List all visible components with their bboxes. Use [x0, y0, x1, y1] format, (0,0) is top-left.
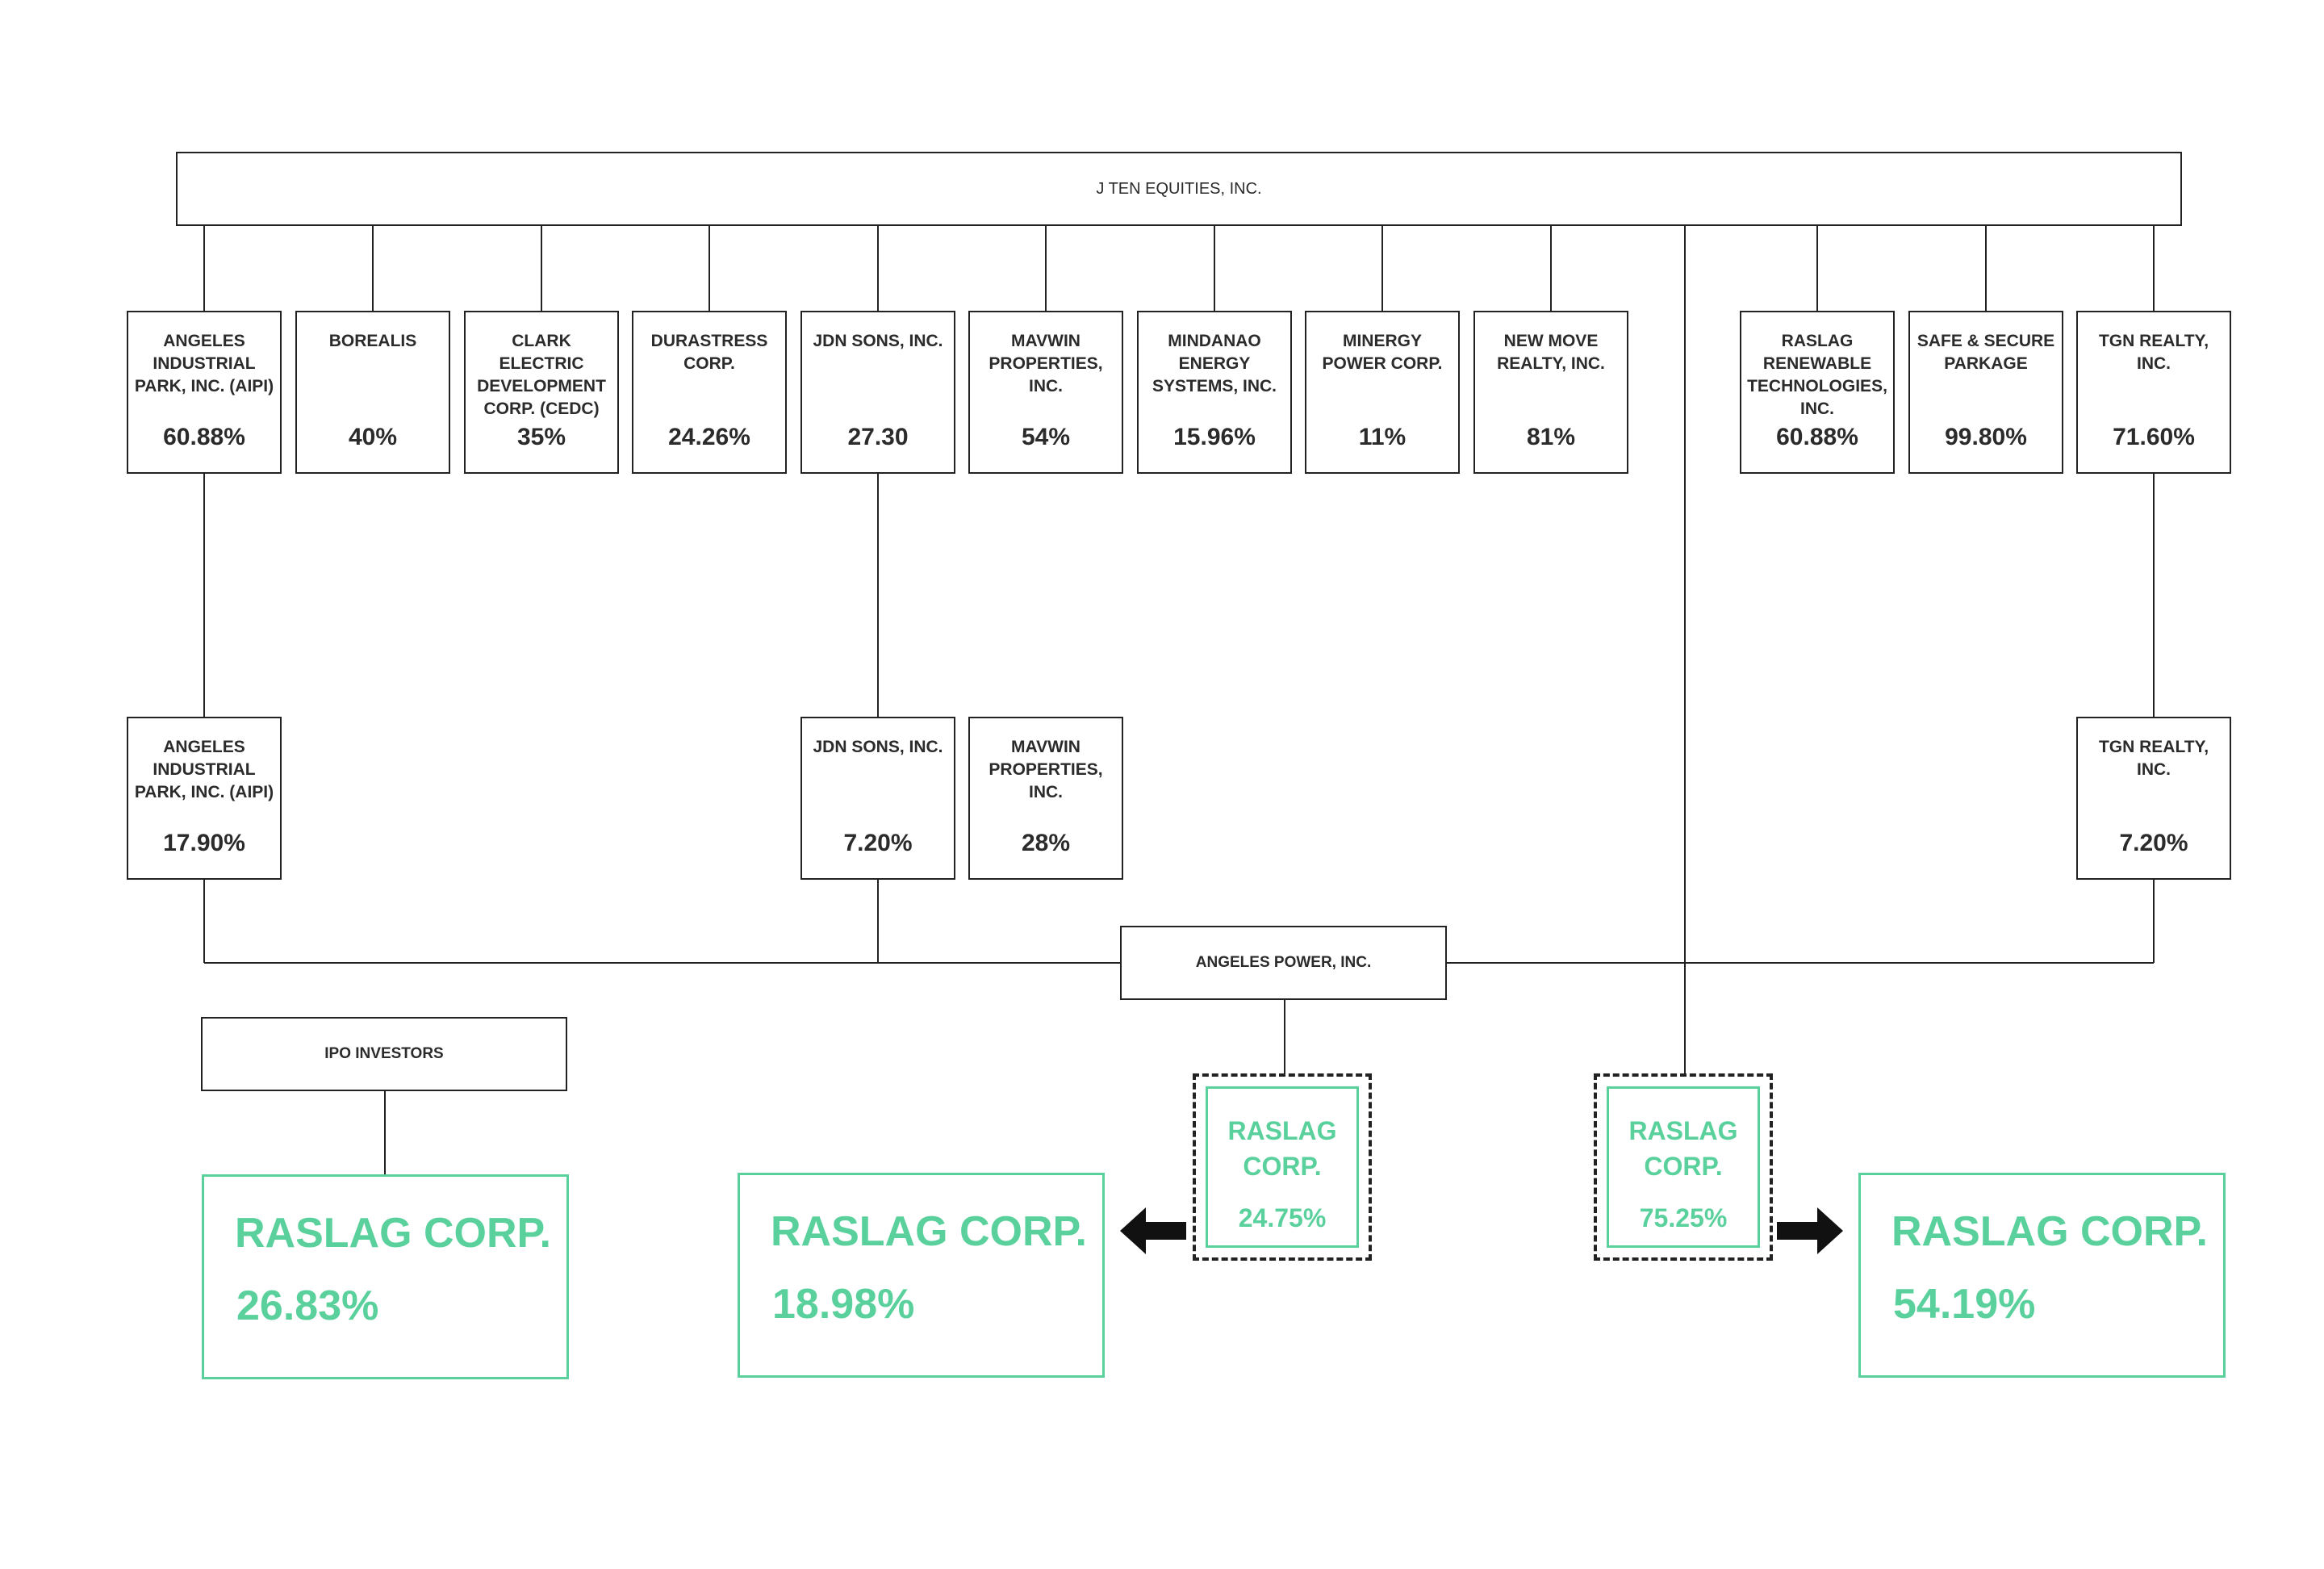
raslag-stake-name: RASLAG CORP.	[1628, 1116, 1738, 1181]
raslag-total-percent: 26.83%	[236, 1282, 379, 1329]
company-box: BOREALIS 40%	[295, 311, 450, 474]
raslag-total-name: RASLAG CORP.	[771, 1208, 1087, 1255]
company-box: ANGELES INDUSTRIAL PARK, INC. (AIPI) 60.…	[127, 311, 282, 474]
raslag-total-percent: 54.19%	[1893, 1281, 2036, 1328]
raslag-stake-percent: 75.25%	[1639, 1203, 1728, 1232]
raslag-total-box: RASLAG CORP. 18.98%	[738, 1173, 1105, 1378]
ipo-investors-name: IPO INVESTORS	[324, 1045, 444, 1062]
ownership-percent: 11%	[1358, 424, 1407, 450]
ownership-percent: 54%	[1021, 424, 1071, 450]
company-box: CLARK ELECTRIC DEVELOPMENT CORP. (CEDC) …	[464, 311, 619, 474]
company-box: DURASTRESS CORP. 24.26%	[632, 311, 787, 474]
company-name: MAVWIN PROPERTIES, INC.	[989, 738, 1103, 801]
ownership-percent: 24.26%	[668, 424, 750, 450]
company-name: CLARK ELECTRIC DEVELOPMENT CORP. (CEDC)	[477, 332, 606, 418]
raslag-stake-box: RASLAG CORP. 75.25%	[1594, 1073, 1773, 1261]
company-name: ANGELES INDUSTRIAL PARK, INC. (AIPI)	[134, 738, 274, 801]
parent-company-name: J TEN EQUITIES, INC.	[1096, 179, 1262, 198]
ownership-percent: 60.88%	[1776, 424, 1858, 450]
raslag-total-name: RASLAG CORP.	[1891, 1208, 2208, 1255]
ownership-percent: 7.20%	[2119, 830, 2188, 856]
company-box: MAVWIN PROPERTIES, INC. 28%	[968, 717, 1123, 880]
raslag-total-name: RASLAG CORP.	[235, 1210, 551, 1257]
ownership-percent: 17.90%	[163, 830, 245, 856]
company-name: MINDANAO ENERGY SYSTEMS, INC.	[1152, 332, 1277, 395]
company-box: MINERGY POWER CORP. 11%	[1305, 311, 1460, 474]
ownership-percent: 99.80%	[1945, 424, 2027, 450]
company-box: JDN SONS, INC. 27.30	[800, 311, 955, 474]
raslag-total-percent: 18.98%	[772, 1281, 915, 1328]
company-box: NEW MOVE REALTY, INC. 81%	[1473, 311, 1628, 474]
ownership-percent: 15.96%	[1173, 424, 1256, 450]
company-name: TGN REALTY, INC.	[2098, 332, 2209, 373]
company-box: SAFE & SECURE PARKAGE 99.80%	[1908, 311, 2063, 474]
company-name: JDN SONS, INC.	[813, 738, 943, 756]
arrow-right-icon	[1777, 1207, 1843, 1254]
company-name: JDN SONS, INC.	[813, 332, 943, 350]
ownership-percent: 27.30	[847, 424, 909, 450]
company-box: ANGELES INDUSTRIAL PARK, INC. (AIPI) 17.…	[127, 717, 282, 880]
raslag-total-box: RASLAG CORP. 26.83%	[202, 1174, 569, 1379]
company-box: TGN REALTY, INC. 7.20%	[2076, 717, 2231, 880]
company-name: MAVWIN PROPERTIES, INC.	[989, 332, 1103, 395]
ipo-investors-box: IPO INVESTORS	[201, 1017, 567, 1091]
company-box: RASLAG RENEWABLE TECHNOLOGIES, INC. 60.8…	[1740, 311, 1895, 474]
company-box: TGN REALTY, INC. 71.60%	[2076, 311, 2231, 474]
raslag-stake-inner: RASLAG CORP. 75.25%	[1607, 1086, 1760, 1248]
company-name: SAFE & SECURE PARKAGE	[1916, 332, 2055, 373]
company-box: MAVWIN PROPERTIES, INC. 54%	[968, 311, 1123, 474]
company-name: BOREALIS	[328, 332, 417, 350]
raslag-stake-box: RASLAG CORP. 24.75%	[1193, 1073, 1372, 1261]
company-box: MINDANAO ENERGY SYSTEMS, INC. 15.96%	[1137, 311, 1292, 474]
company-name: ANGELES INDUSTRIAL PARK, INC. (AIPI)	[134, 332, 274, 395]
company-name: DURASTRESS CORP.	[650, 332, 768, 373]
company-name: TGN REALTY, INC.	[2098, 738, 2209, 779]
ownership-percent: 7.20%	[843, 830, 913, 856]
company-name: NEW MOVE REALTY, INC.	[1497, 332, 1605, 373]
raslag-stake-inner: RASLAG CORP. 24.75%	[1206, 1086, 1359, 1248]
angeles-power-box: ANGELES POWER, INC.	[1120, 926, 1447, 1000]
angeles-power-name: ANGELES POWER, INC.	[1195, 954, 1372, 971]
ownership-percent: 81%	[1526, 424, 1576, 450]
ownership-percent: 28%	[1021, 830, 1071, 856]
raslag-stake-name: RASLAG CORP.	[1227, 1116, 1337, 1181]
company-box: JDN SONS, INC. 7.20%	[800, 717, 955, 880]
ownership-percent: 40%	[348, 424, 398, 450]
ownership-percent: 60.88%	[163, 424, 245, 450]
company-name: RASLAG RENEWABLE TECHNOLOGIES, INC.	[1747, 332, 1887, 418]
raslag-total-box: RASLAG CORP. 54.19%	[1858, 1173, 2226, 1378]
ownership-percent: 71.60%	[2113, 424, 2195, 450]
company-name: MINERGY POWER CORP.	[1322, 332, 1443, 373]
parent-company-box: J TEN EQUITIES, INC.	[176, 152, 2182, 226]
raslag-stake-percent: 24.75%	[1238, 1203, 1327, 1232]
arrow-left-icon	[1120, 1207, 1186, 1254]
ownership-percent: 35%	[516, 424, 566, 450]
